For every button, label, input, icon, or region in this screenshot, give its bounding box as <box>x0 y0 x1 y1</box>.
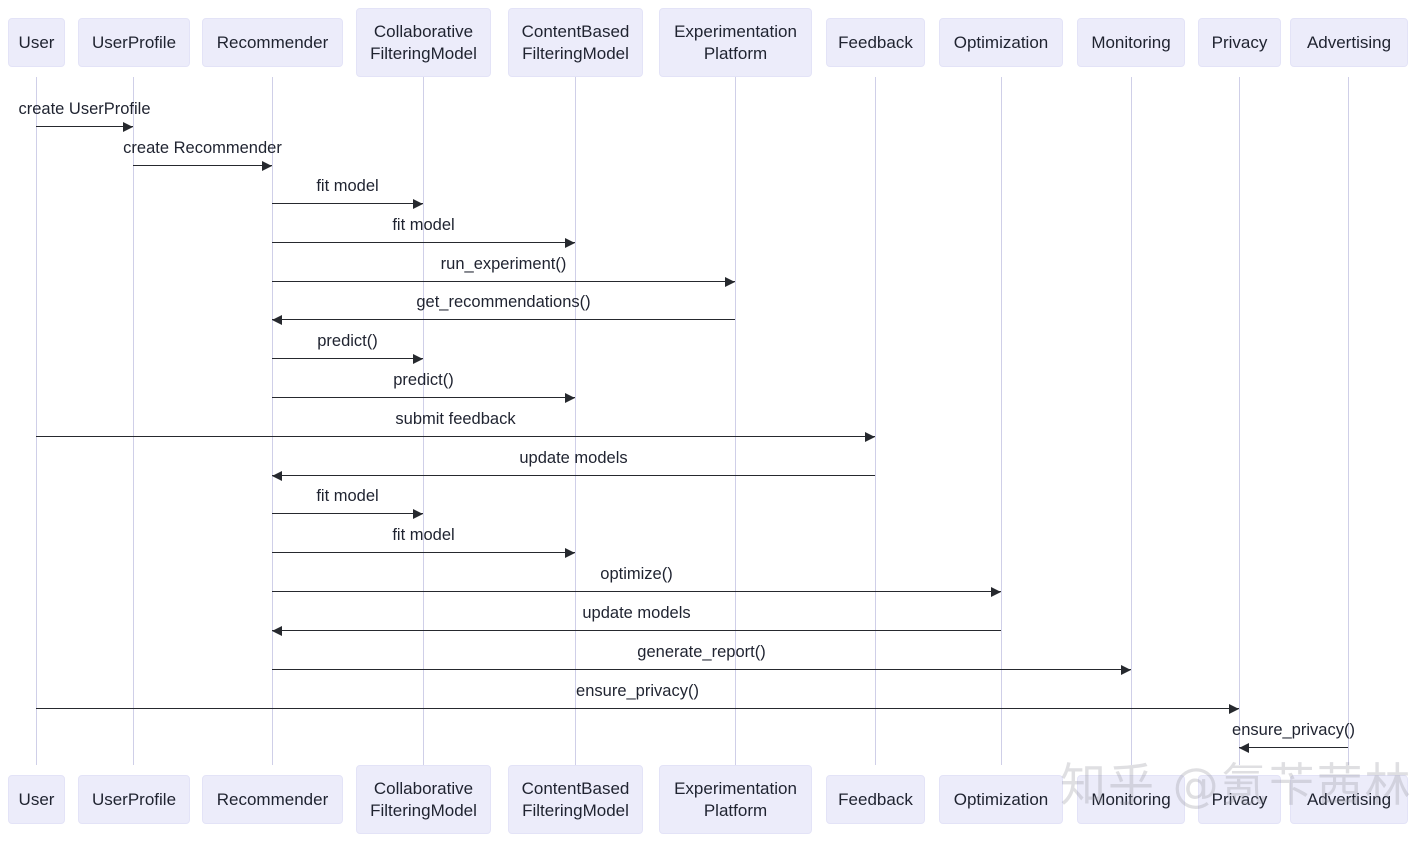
message-line <box>272 475 875 476</box>
lifeline-optimization <box>1001 77 1002 765</box>
arrow-head-right-icon <box>565 392 575 403</box>
footer-actor-user[interactable]: User <box>8 775 65 824</box>
message-line <box>272 669 1131 670</box>
message-line <box>272 630 1001 631</box>
message-label: fit model <box>316 177 379 195</box>
footer-actor-advertising[interactable]: Advertising <box>1290 775 1408 824</box>
message-label: predict() <box>317 332 378 350</box>
arrow-head-right-icon <box>123 121 133 132</box>
footer-actor-cfmodel[interactable]: Collaborative FilteringModel <box>356 765 491 834</box>
message-label: get_recommendations() <box>416 293 591 311</box>
header-actor-recommender[interactable]: Recommender <box>202 18 343 67</box>
arrow-head-right-icon <box>413 508 423 519</box>
footer-actor-recommender[interactable]: Recommender <box>202 775 343 824</box>
message-label: ensure_privacy() <box>1232 721 1355 739</box>
message-line <box>272 513 423 514</box>
footer-actor-monitoring[interactable]: Monitoring <box>1077 775 1185 824</box>
lifeline-userprofile <box>133 77 134 765</box>
arrow-head-right-icon <box>991 586 1001 597</box>
arrow-head-left-icon <box>1239 742 1249 753</box>
lifeline-cfmodel <box>423 77 424 765</box>
message-line <box>36 436 875 437</box>
arrow-head-left-icon <box>272 625 282 636</box>
message-label: predict() <box>393 371 454 389</box>
lifeline-cbmodel <box>575 77 576 765</box>
header-actor-advertising[interactable]: Advertising <box>1290 18 1408 67</box>
lifeline-recommender <box>272 77 273 765</box>
header-actor-feedback[interactable]: Feedback <box>826 18 925 67</box>
lifeline-feedback <box>875 77 876 765</box>
lifeline-experiment <box>735 77 736 765</box>
arrow-head-right-icon <box>865 431 875 442</box>
message-label: ensure_privacy() <box>576 682 699 700</box>
lifeline-monitoring <box>1131 77 1132 765</box>
message-line <box>272 242 575 243</box>
header-actor-optimization[interactable]: Optimization <box>939 18 1063 67</box>
header-actor-user[interactable]: User <box>8 18 65 67</box>
arrow-head-right-icon <box>725 276 735 287</box>
message-label: create UserProfile <box>18 100 151 118</box>
footer-actor-optimization[interactable]: Optimization <box>939 775 1063 824</box>
arrow-head-right-icon <box>413 353 423 364</box>
message-label: update models <box>519 449 628 467</box>
lifeline-privacy <box>1239 77 1240 765</box>
message-label: submit feedback <box>395 410 516 428</box>
message-label: update models <box>582 604 691 622</box>
header-actor-privacy[interactable]: Privacy <box>1198 18 1281 67</box>
header-actor-cfmodel[interactable]: Collaborative FilteringModel <box>356 8 491 77</box>
arrow-head-right-icon <box>1121 664 1131 675</box>
message-line <box>272 319 735 320</box>
footer-actor-feedback[interactable]: Feedback <box>826 775 925 824</box>
footer-actor-userprofile[interactable]: UserProfile <box>78 775 190 824</box>
header-actor-cbmodel[interactable]: ContentBased FilteringModel <box>508 8 643 77</box>
footer-actor-privacy[interactable]: Privacy <box>1198 775 1281 824</box>
message-label: fit model <box>392 526 455 544</box>
message-line <box>36 126 133 127</box>
message-label: fit model <box>392 216 455 234</box>
arrow-head-right-icon <box>565 547 575 558</box>
arrow-head-left-icon <box>272 470 282 481</box>
header-actor-experiment[interactable]: Experimentation Platform <box>659 8 812 77</box>
arrow-head-right-icon <box>262 160 272 171</box>
header-actor-userprofile[interactable]: UserProfile <box>78 18 190 67</box>
message-label: generate_report() <box>637 643 766 661</box>
arrow-head-right-icon <box>413 198 423 209</box>
message-label: create Recommender <box>123 139 282 157</box>
message-line <box>272 281 735 282</box>
lifeline-advertising <box>1348 77 1349 765</box>
lifeline-user <box>36 77 37 765</box>
message-line <box>272 397 575 398</box>
arrow-head-right-icon <box>565 237 575 248</box>
message-label: fit model <box>316 487 379 505</box>
message-line <box>272 358 423 359</box>
arrow-head-left-icon <box>272 314 282 325</box>
message-line <box>272 591 1001 592</box>
header-actor-monitoring[interactable]: Monitoring <box>1077 18 1185 67</box>
footer-actor-experiment[interactable]: Experimentation Platform <box>659 765 812 834</box>
message-line <box>133 165 272 166</box>
message-label: optimize() <box>600 565 673 583</box>
message-line <box>36 708 1239 709</box>
message-line <box>1239 747 1348 748</box>
arrow-head-right-icon <box>1229 703 1239 714</box>
message-label: run_experiment() <box>440 255 567 273</box>
message-line <box>272 552 575 553</box>
message-line <box>272 203 423 204</box>
footer-actor-cbmodel[interactable]: ContentBased FilteringModel <box>508 765 643 834</box>
